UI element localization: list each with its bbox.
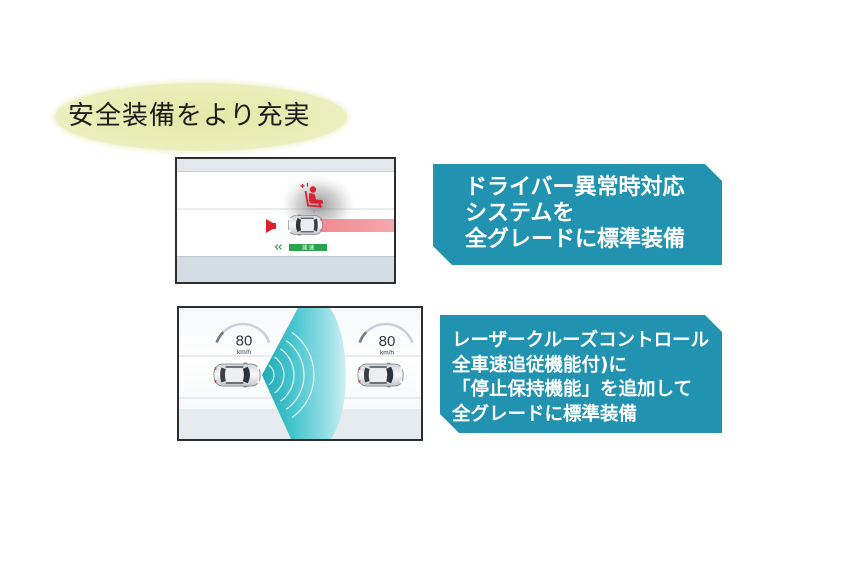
green-indicator-icon: [274, 244, 282, 250]
car-icon-lead: [357, 362, 405, 388]
speed-gauge-right-icon: [358, 322, 414, 343]
label-line: ドライバー異常時対応: [465, 175, 685, 200]
cruise-control-scene: 80 km/h 80 km/h: [179, 308, 421, 439]
car-icon: [287, 214, 323, 236]
label-line: 全車速追従機能付)に: [452, 354, 627, 376]
horn-speaker-icon: [266, 219, 276, 233]
status-sign-text: 減 速: [302, 244, 315, 252]
page-title: 安全装備をより充実: [68, 101, 311, 131]
alert-pointer: [311, 209, 317, 213]
cruise-control-illustration: 80 km/h 80 km/h: [177, 306, 423, 441]
speed-value-right: 80: [379, 333, 396, 350]
label-line: 全グレードに標準装備: [452, 403, 638, 425]
label-line: レーザークルーズコントロール: [452, 330, 710, 351]
feature-label-cruise-control: レーザークルーズコントロール 全車速追従機能付)に 「停止保持機能」を追加して …: [440, 315, 722, 433]
driver-emergency-illustration: 減 速: [175, 157, 396, 284]
title-badge: 安全装備をより充実: [55, 83, 347, 151]
driver-emergency-scene: 減 速: [177, 159, 394, 282]
speed-value-left: 80: [236, 333, 253, 350]
label-line: 全グレードに標準装備: [465, 227, 686, 252]
road-shoulder-bottom: [177, 257, 394, 282]
speed-unit-right: km/h: [380, 350, 394, 357]
driver-alert-icon: [300, 183, 323, 208]
stop-zone-bar: [322, 219, 394, 232]
radar-wave-icon: [268, 331, 315, 419]
road-shoulder-top: [177, 159, 394, 171]
label-line: システムを: [465, 201, 575, 226]
car-icon-ego: [213, 362, 262, 388]
speed-unit-left: km/h: [237, 349, 251, 356]
feature-label-driver-emergency: ドライバー異常時対応 システムを 全グレードに標準装備: [433, 164, 722, 265]
status-sign: [289, 244, 327, 251]
speed-gauge-left-icon: [215, 322, 271, 343]
label-line: 「停止保持機能」を追加して: [452, 379, 692, 400]
